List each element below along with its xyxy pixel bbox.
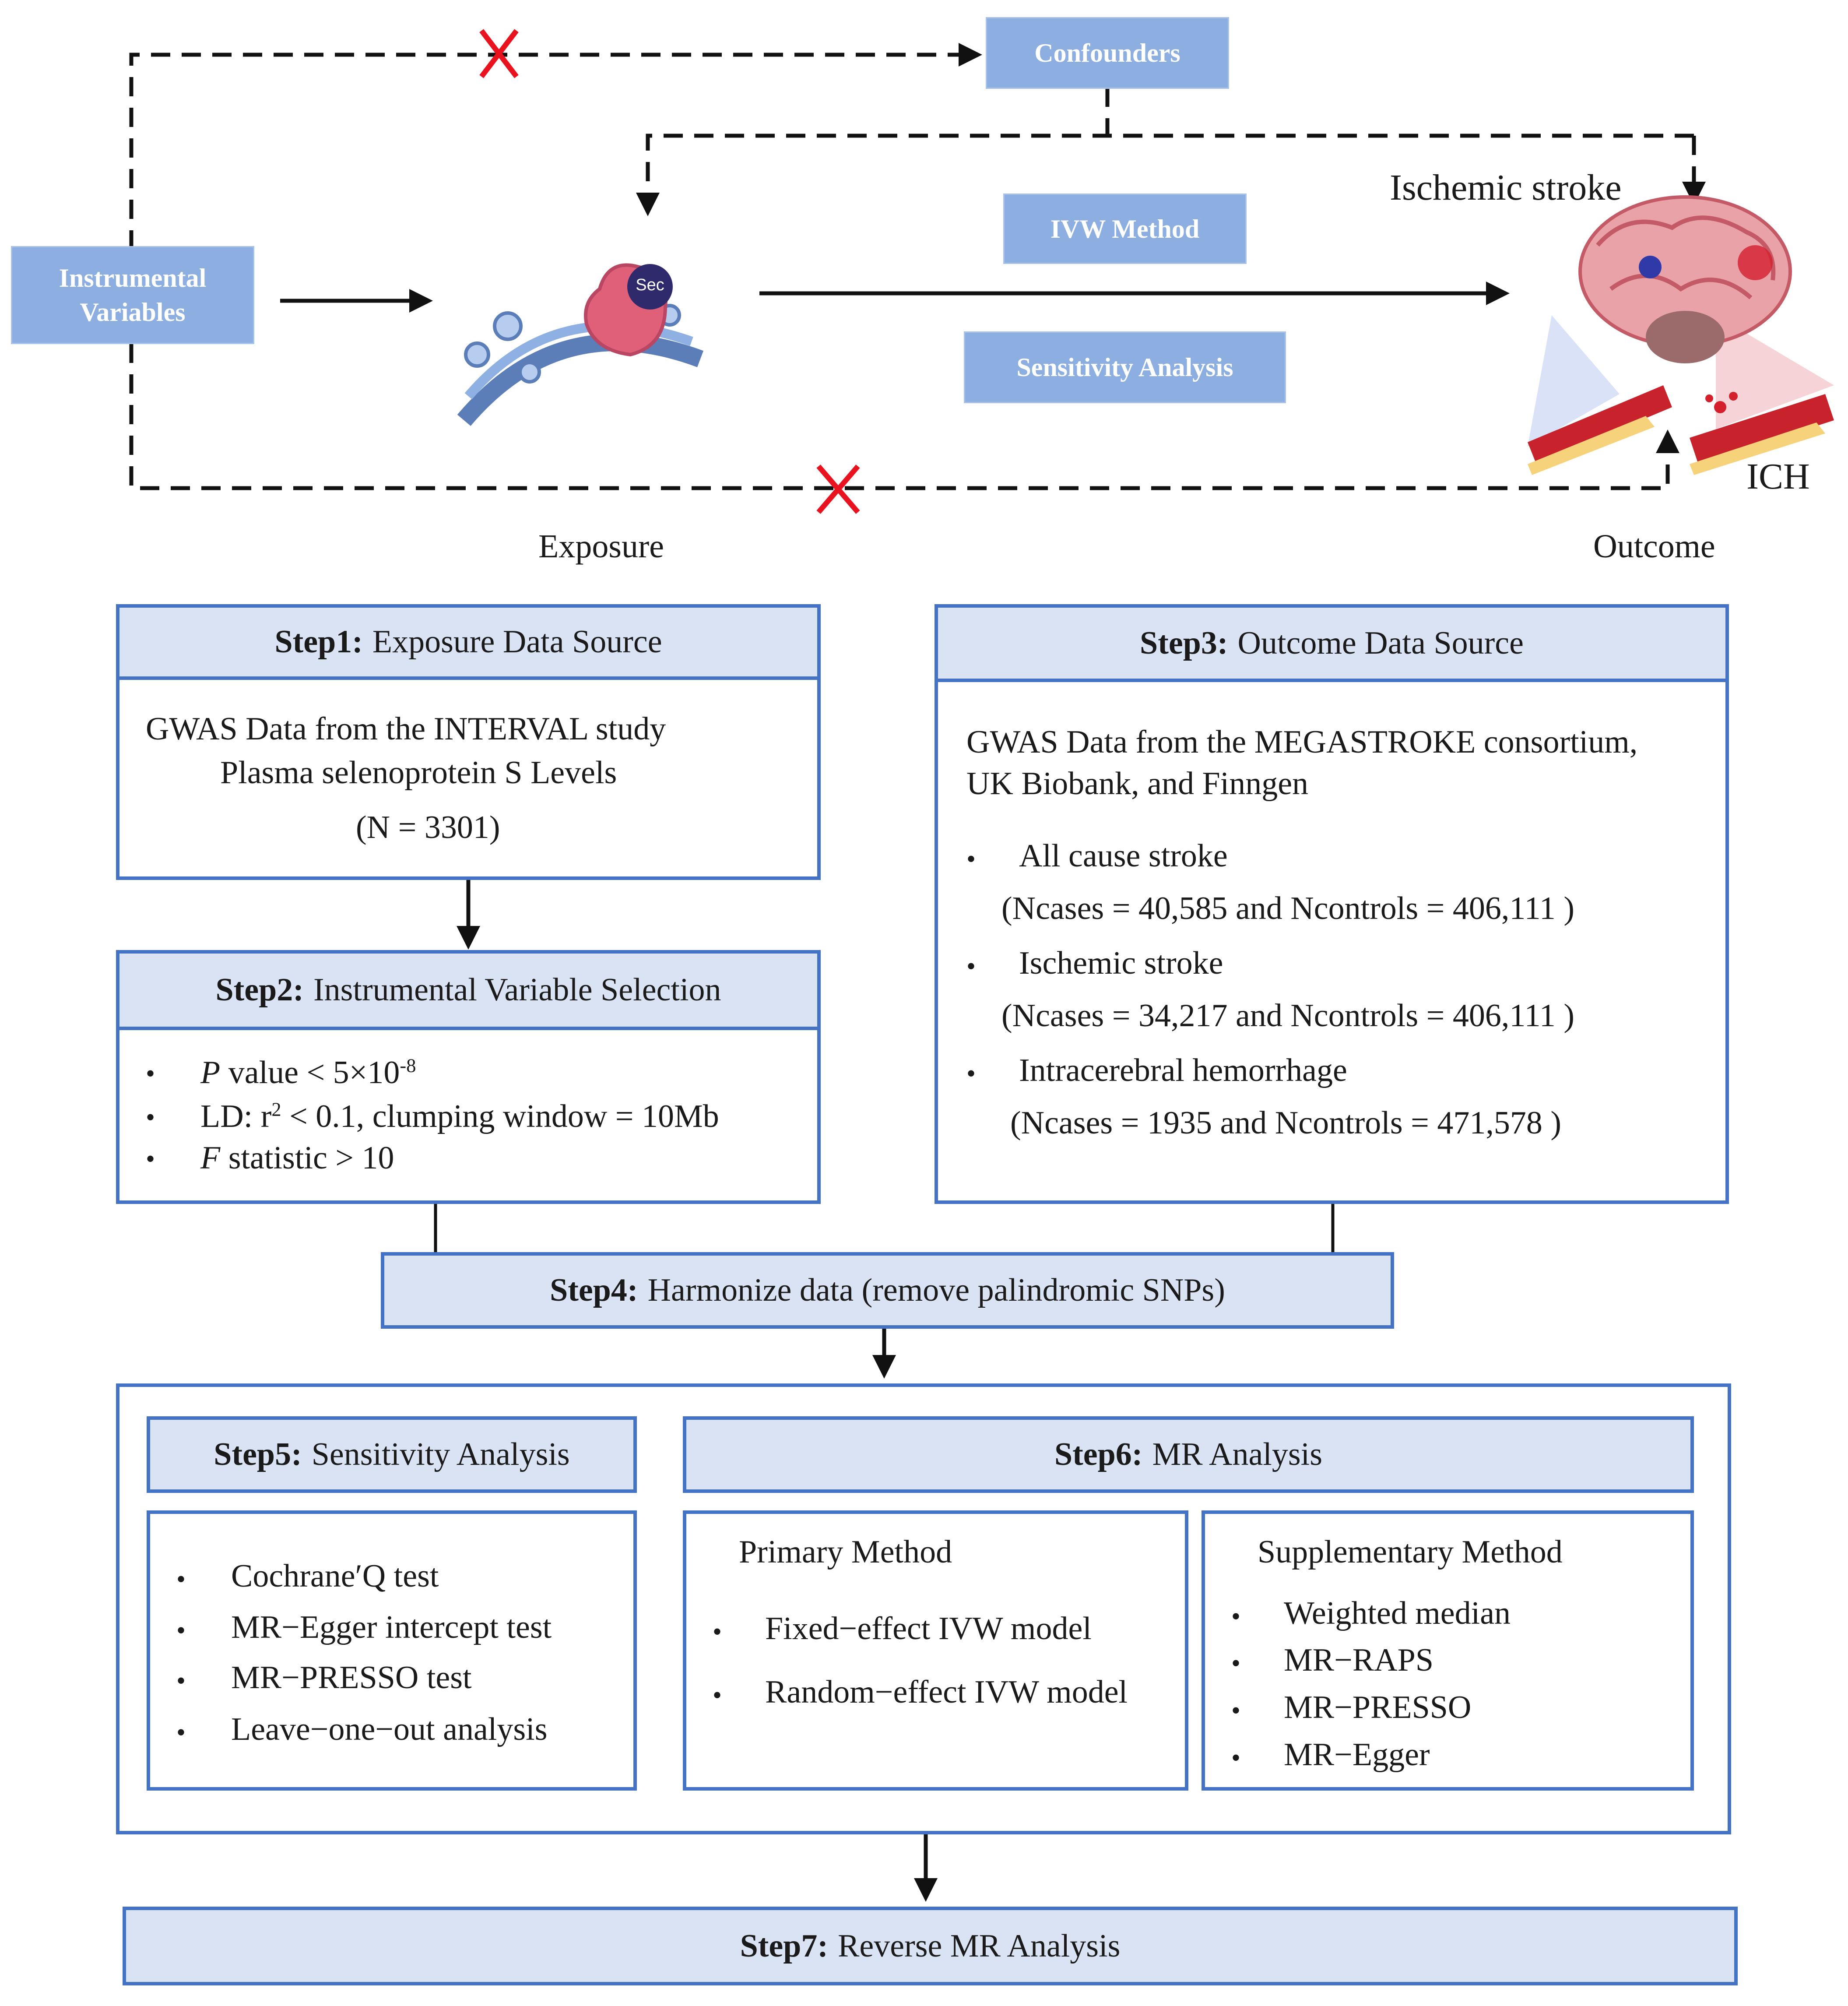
step3-item-2-detail: (Ncases = 34,217 and Ncontrols = 406,111… (1001, 998, 1575, 1034)
step5-item-2: MR−Egger intercept test (231, 1609, 552, 1645)
supp-item-1: Weighted median (1284, 1595, 1511, 1631)
step2-bullet-3: • (146, 1144, 155, 1173)
step6-header: Step6: MR Analysis (683, 1416, 1694, 1493)
step6-title: MR Analysis (1152, 1436, 1323, 1472)
step3-bullet-2: • (966, 952, 976, 981)
primary-item-1: Fixed−effect IVW model (765, 1611, 1092, 1647)
step2-box: Step2: Instrumental Variable Selection •… (116, 950, 821, 1204)
sensitivity-analysis-banner: Sensitivity Analysis (965, 333, 1285, 402)
step3-item-3-name: Intracerebral hemorrhage (1019, 1052, 1347, 1088)
confounders-box: Confounders (987, 18, 1228, 88)
ld-exponent: 2 (271, 1098, 281, 1120)
selenoprotein-er-icon (457, 263, 704, 426)
iv-outcome-dashed-line (129, 344, 1679, 490)
step3-box: Step3: Outcome Data Source GWAS Data fro… (935, 604, 1729, 1204)
step2-item-fstat: F statistic > 10 (200, 1140, 394, 1177)
step1-line3: (N = 3301) (356, 809, 500, 845)
step5-item-1: Cochrane′Q test (231, 1558, 439, 1594)
supp-item-3: MR−PRESSO (1284, 1689, 1472, 1725)
step3-item-3-detail: (Ncases = 1935 and Ncontrols = 471,578 ) (1010, 1105, 1562, 1141)
supp-bullet-3: • (1231, 1696, 1241, 1725)
exposure-label: Exposure (538, 528, 664, 565)
blocked-cross-top (479, 29, 519, 78)
step3-intro-line1: GWAS Data from the MEGASTROKE consortium… (966, 724, 1638, 760)
step6-number: Step6: (1054, 1436, 1143, 1472)
p-symbol: P (200, 1055, 221, 1091)
step2-number: Step2: (215, 972, 304, 1008)
primary-method-title: Primary Method (739, 1534, 952, 1570)
step2-item-pvalue: P value < 5×10-8 (200, 1054, 416, 1091)
step3-intro-line2: UK Biobank, and Finngen (966, 766, 1309, 802)
brain-stroke-icon (1528, 195, 1834, 475)
supp-bullet-4: • (1231, 1743, 1241, 1772)
supp-item-2: MR−RAPS (1284, 1642, 1433, 1678)
step7-box: Step7: Reverse MR Analysis (123, 1907, 1738, 1985)
step4-number: Step4: (550, 1272, 638, 1308)
step2-bullet-2: • (146, 1103, 155, 1132)
fstat-text: statistic > 10 (220, 1140, 394, 1176)
confounders-label: Confounders (1034, 39, 1180, 67)
step5-item-3: MR−PRESSO test (231, 1660, 472, 1696)
ld-prefix: LD: r (200, 1098, 272, 1134)
supplementary-method-box: Supplementary Method • Weighted median •… (1202, 1510, 1694, 1791)
step3-bullet-3: • (966, 1059, 976, 1088)
f-symbol: F (200, 1140, 221, 1176)
step3-title: Outcome Data Source (1237, 625, 1524, 661)
step1-box: Step1: Exposure Data Source GWAS Data fr… (116, 604, 821, 880)
supp-bullet-1: • (1231, 1602, 1241, 1631)
step5-title: Sensitivity Analysis (311, 1436, 570, 1472)
step7-title: Reverse MR Analysis (838, 1928, 1121, 1964)
step1-header: Step1: Exposure Data Source (119, 608, 817, 680)
step1-line1: GWAS Data from the INTERVAL study (146, 711, 666, 747)
step5-item-4: Leave−one−out analysis (231, 1711, 548, 1747)
instrumental-variables-label-line1: Instrumental (59, 264, 207, 292)
sec-badge: Sec (636, 276, 664, 294)
step5-bullet-2: • (176, 1616, 186, 1645)
step5-bullet-1: • (176, 1565, 186, 1594)
instrumental-variables-label-line2: Variables (80, 298, 186, 327)
primary-method-box: Primary Method • Fixed−effect IVW model … (683, 1510, 1188, 1791)
instrumental-variables-box: Instrumental Variables (12, 247, 253, 343)
iv-confounders-dashed-line (129, 43, 982, 250)
ivw-method-box: IVW Method (1005, 195, 1245, 263)
step3-item-1-name: All cause stroke (1019, 838, 1228, 874)
step1-line2: Plasma selenoprotein S Levels (220, 755, 617, 791)
step3-item-1-detail: (Ncases = 40,585 and Ncontrols = 406,111… (1001, 890, 1575, 926)
blocked-cross-bottom (816, 465, 860, 514)
step2-header: Step2: Instrumental Variable Selection (119, 954, 817, 1030)
sensitivity-analysis-banner-label: Sensitivity Analysis (1016, 353, 1233, 382)
step1-number: Step1: (274, 624, 363, 660)
ich-label: ICH (1746, 456, 1810, 497)
step3-header: Step3: Outcome Data Source (938, 608, 1725, 682)
primary-bullet-2: • (713, 1681, 722, 1710)
step2-item-ld: LD: r2 < 0.1, clumping window = 10Mb (200, 1098, 719, 1135)
step5-header: Step5: Sensitivity Analysis (147, 1416, 637, 1493)
step2-bullet-1: • (146, 1059, 155, 1088)
step5-bullet-4: • (176, 1718, 186, 1747)
step5-bullet-3: • (176, 1666, 186, 1695)
pvalue-text: value < 5×10 (220, 1055, 400, 1091)
step7-number: Step7: (740, 1928, 829, 1964)
step5-box: • Cochrane′Q test • MR−Egger intercept t… (147, 1510, 637, 1791)
ld-text: < 0.1, clumping window = 10Mb (281, 1098, 719, 1134)
supp-item-4: MR−Egger (1284, 1737, 1430, 1773)
step2-title: Instrumental Variable Selection (313, 972, 721, 1008)
step3-item-2-name: Ischemic stroke (1019, 945, 1223, 981)
primary-bullet-1: • (713, 1617, 722, 1646)
pvalue-exponent: -8 (400, 1054, 416, 1077)
ischemic-stroke-label: Ischemic stroke (1390, 167, 1622, 208)
supp-bullet-2: • (1231, 1649, 1241, 1678)
primary-item-2: Random−effect IVW model (765, 1674, 1128, 1710)
step1-title: Exposure Data Source (372, 624, 662, 660)
ivw-method-label: IVW Method (1050, 214, 1200, 243)
step4-box: Step4: Harmonize data (remove palindromi… (381, 1252, 1394, 1329)
step3-number: Step3: (1140, 625, 1228, 661)
supplementary-method-title: Supplementary Method (1258, 1534, 1563, 1570)
confounders-exposure-dashed-line (636, 134, 1694, 216)
outcome-label: Outcome (1593, 528, 1715, 565)
step4-title: Harmonize data (remove palindromic SNPs) (647, 1272, 1225, 1308)
step5-number: Step5: (214, 1436, 302, 1472)
step3-bullet-1: • (966, 845, 976, 873)
